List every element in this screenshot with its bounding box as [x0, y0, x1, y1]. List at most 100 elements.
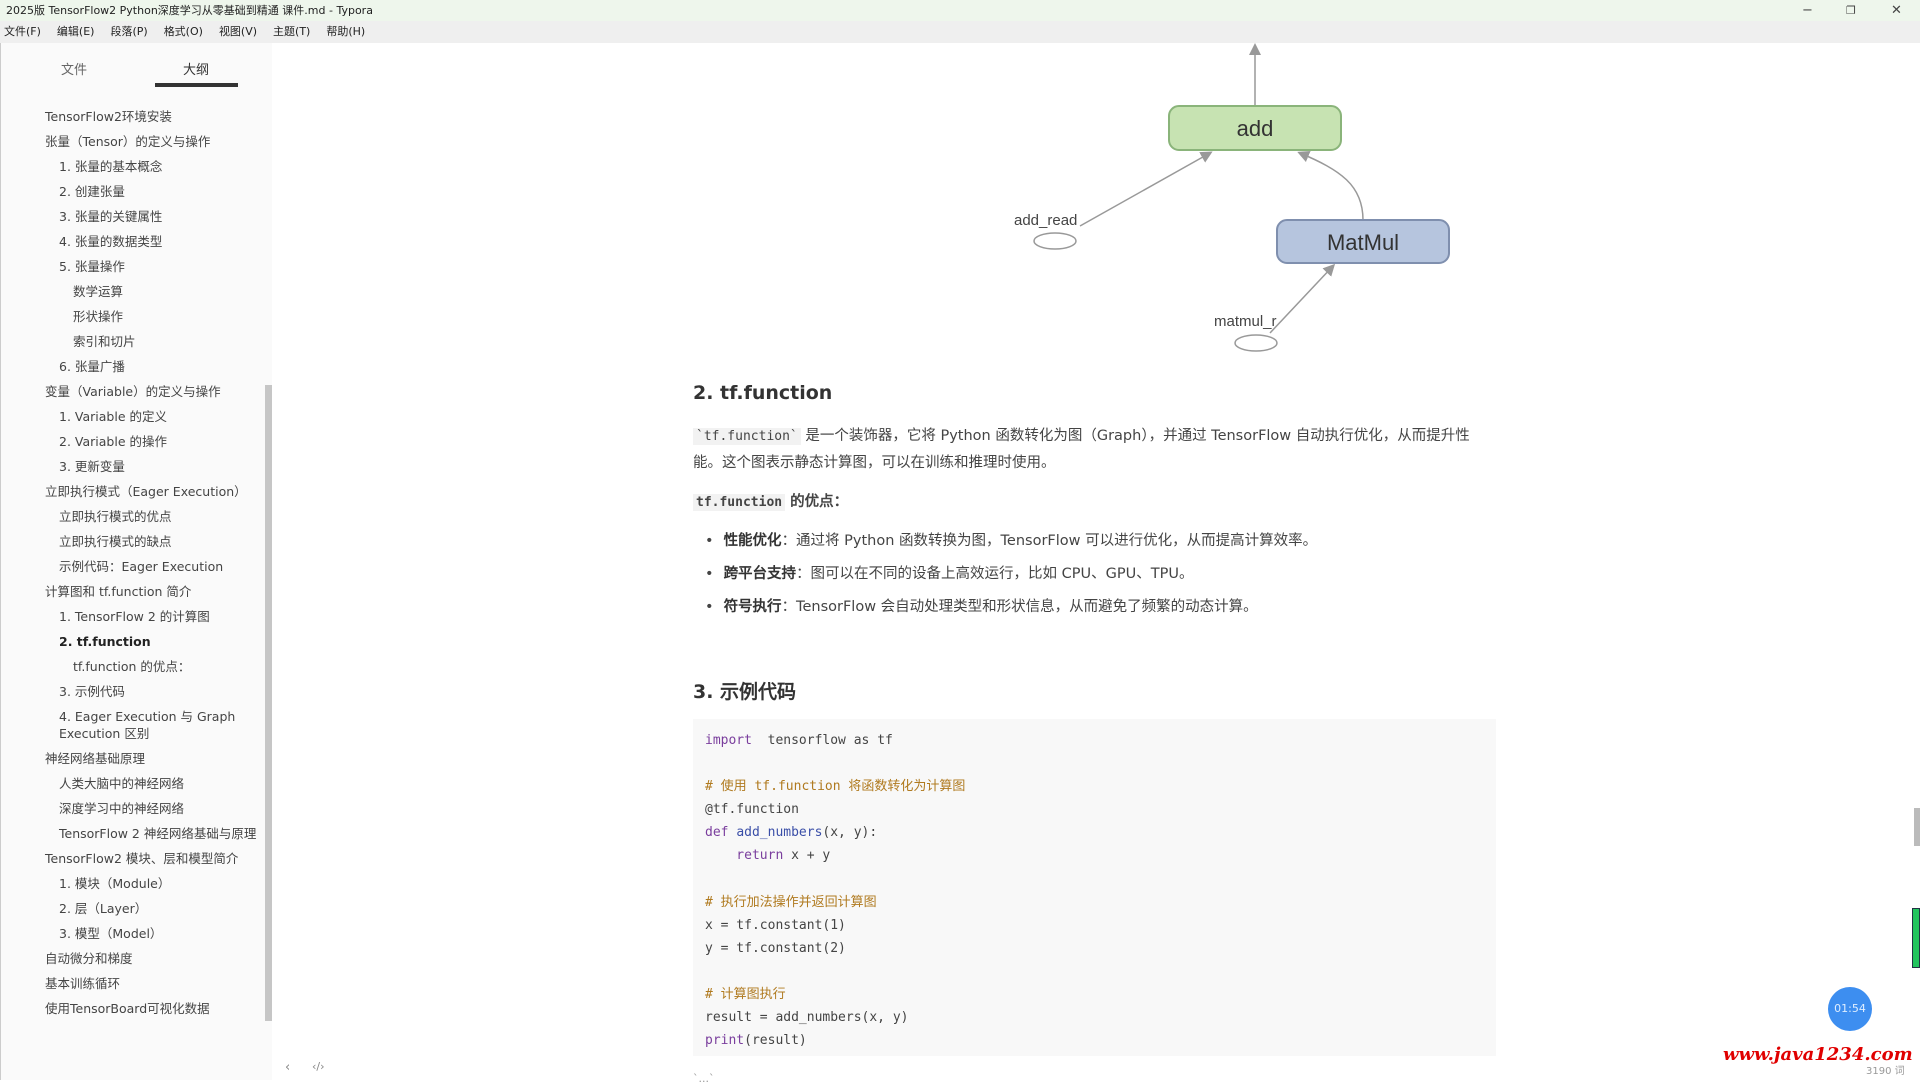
menu-item[interactable]: 编辑(E): [56, 25, 95, 38]
outline-item[interactable]: 6. 张量广播: [59, 359, 125, 374]
sidebar-scrollbar[interactable]: [265, 385, 272, 1021]
menu-item[interactable]: 帮助(H): [326, 25, 366, 38]
recording-timer: 01:54: [1828, 987, 1872, 1031]
outline-item[interactable]: 人类大脑中的神经网络: [59, 776, 185, 791]
outline-item[interactable]: 3. 更新变量: [59, 459, 125, 474]
word-count[interactable]: 3190 词: [1866, 1066, 1905, 1077]
menu-item[interactable]: 格式(O): [163, 25, 203, 38]
restore-button[interactable]: ❐: [1846, 4, 1856, 17]
outline-item[interactable]: 立即执行模式的缺点: [59, 534, 172, 549]
outline-item[interactable]: 3. 模型（Model）: [59, 926, 163, 941]
code-line: import tensorflow as tf: [705, 729, 1484, 752]
code-token: y = tf.constant(2): [705, 940, 846, 956]
input-add-read-label: add_read: [1014, 212, 1077, 229]
outline-item[interactable]: 2. tf.function: [59, 634, 151, 649]
tab-files[interactable]: 文件: [61, 63, 88, 78]
node-add-label: add: [1237, 116, 1274, 141]
outline-item[interactable]: 自动微分和梯度: [45, 951, 133, 966]
outline-item[interactable]: 张量（Tensor）的定义与操作: [45, 134, 211, 149]
outline-item[interactable]: 2. Variable 的操作: [59, 434, 167, 449]
outline-item[interactable]: 立即执行模式的优点: [59, 509, 172, 524]
bullet-text: ：TensorFlow 会自动处理类型和形状信息，从而避免了频繁的动态计算。: [781, 599, 1258, 615]
outline-item[interactable]: TensorFlow2 模块、层和模型简介: [45, 851, 239, 866]
code-token: (x, y):: [822, 825, 878, 841]
code-token: x = tf.constant(1): [705, 917, 846, 933]
outline-item[interactable]: 深度学习中的神经网络: [59, 801, 185, 816]
active-tab-indicator: [155, 83, 238, 87]
outline-item[interactable]: 5. 张量操作: [59, 259, 125, 274]
bullet-item: 性能优化：通过将 Python 函数转换为图，TensorFlow 可以进行优化…: [693, 525, 1496, 558]
source-code-mode-icon[interactable]: ‹/›: [312, 1060, 325, 1073]
outline-item[interactable]: 数学运算: [73, 284, 124, 299]
code-line: x = tf.constant(1): [705, 914, 1484, 937]
menu-item[interactable]: 文件(F): [4, 25, 41, 38]
code-line: [705, 868, 1484, 891]
bullet-item: 跨平台支持：图可以在不同的设备上高效运行，比如 CPU、GPU、TPU。: [693, 558, 1496, 591]
input-add-read: [1033, 232, 1077, 250]
edge-matmul-add: [1297, 150, 1364, 221]
outline-item[interactable]: 2. 层（Layer）: [59, 901, 148, 916]
node-matmul-label: MatMul: [1327, 230, 1399, 255]
outline-item[interactable]: TensorFlow2环境安装: [45, 109, 172, 124]
bullet-title: 符号执行: [723, 599, 782, 615]
outline-item[interactable]: 示例代码：Eager Execution: [59, 559, 224, 574]
outline-list: TensorFlow2环境安装张量（Tensor）的定义与操作 1. 张量的基本概…: [1, 104, 263, 1021]
menu-item[interactable]: 段落(P): [110, 25, 148, 38]
outline-item[interactable]: TensorFlow 2 神经网络基础与原理: [59, 826, 257, 841]
title-bar: 2025版 TensorFlow2 Python深度学习从零基础到精通 课件.m…: [0, 0, 1920, 21]
code-token: result = add_numbers(x, y): [705, 1010, 909, 1026]
code-line: [705, 752, 1484, 775]
heading-tf-function: 2. tf.function: [693, 382, 833, 404]
sidebar: 文件 大纲 TensorFlow2环境安装张量（Tensor）的定义与操作 1. …: [0, 43, 272, 1080]
outline-item[interactable]: 2. 创建张量: [59, 184, 125, 199]
menu-item[interactable]: 视图(V): [218, 25, 258, 38]
outline-item[interactable]: 变量（Variable）的定义与操作: [45, 384, 221, 399]
outline-item[interactable]: 1. Variable 的定义: [59, 409, 167, 424]
code-token: def: [705, 825, 737, 841]
outline-item[interactable]: 使用TensorBoard可视化数据: [45, 1001, 210, 1016]
outline-item[interactable]: 4. Eager Execution 与 Graph Execution 区别: [59, 709, 236, 741]
code-line: # 使用 tf.function 将函数转化为计算图: [705, 775, 1484, 798]
bullet-title: 跨平台支持: [723, 566, 797, 582]
outline-item[interactable]: 1. TensorFlow 2 的计算图: [59, 609, 210, 624]
code-line: y = tf.constant(2): [705, 937, 1484, 960]
code-token: print: [705, 1033, 745, 1049]
bullet-title: 性能优化: [723, 533, 782, 549]
next-paragraph: `...`: [693, 1072, 715, 1085]
outline-item[interactable]: 1. 模块（Module）: [59, 876, 171, 891]
outline-item[interactable]: 计算图和 tf.function 简介: [45, 584, 192, 599]
code-line: # 执行加法操作并返回计算图: [705, 891, 1484, 914]
advantages-title-text: 的优点：: [785, 494, 849, 510]
menu-item[interactable]: 主题(T): [273, 25, 311, 38]
floating-green-tab[interactable]: [1912, 908, 1920, 968]
outline-item[interactable]: 1. 张量的基本概念: [59, 159, 163, 174]
code-token: return: [705, 848, 784, 864]
outline-item[interactable]: 立即执行模式（Eager Execution）: [45, 484, 247, 499]
inline-code: `tf.function`: [693, 428, 801, 445]
heading-example-code: 3. 示例代码: [693, 681, 797, 703]
code-block[interactable]: import tensorflow as tf # 使用 tf.function …: [693, 719, 1496, 1056]
outline-item[interactable]: 形状操作: [73, 309, 124, 324]
tab-outline[interactable]: 大纲: [183, 63, 210, 78]
code-token: (result): [744, 1033, 807, 1049]
node-matmul: [1276, 219, 1450, 264]
outline-item[interactable]: 3. 张量的关键属性: [59, 209, 163, 224]
outline-item[interactable]: 4. 张量的数据类型: [59, 234, 163, 249]
outline-item[interactable]: 神经网络基础原理: [45, 751, 146, 766]
collapse-sidebar-icon[interactable]: ‹: [285, 1060, 291, 1075]
node-add: [1168, 105, 1342, 151]
code-line: # 计算图执行: [705, 983, 1484, 1006]
outline-item[interactable]: 基本训练循环: [45, 976, 121, 991]
close-button[interactable]: ✕: [1891, 3, 1902, 18]
advantages-list: 性能优化：通过将 Python 函数转换为图，TensorFlow 可以进行优化…: [693, 525, 1496, 624]
outline-item[interactable]: 索引和切片: [73, 334, 136, 349]
main-scrollbar[interactable]: [1914, 808, 1920, 846]
outline-item[interactable]: tf.function 的优点：: [73, 659, 191, 674]
code-token: x + y: [783, 848, 831, 864]
minimize-button[interactable]: −: [1802, 3, 1813, 18]
watermark: www.java1234.com: [1723, 1044, 1913, 1065]
code-token: import: [705, 733, 752, 748]
outline-item[interactable]: 3. 示例代码: [59, 684, 125, 699]
code-line: print(result): [705, 1029, 1484, 1052]
bullet-text: ：通过将 Python 函数转换为图，TensorFlow 可以进行优化，从而提…: [781, 533, 1318, 549]
